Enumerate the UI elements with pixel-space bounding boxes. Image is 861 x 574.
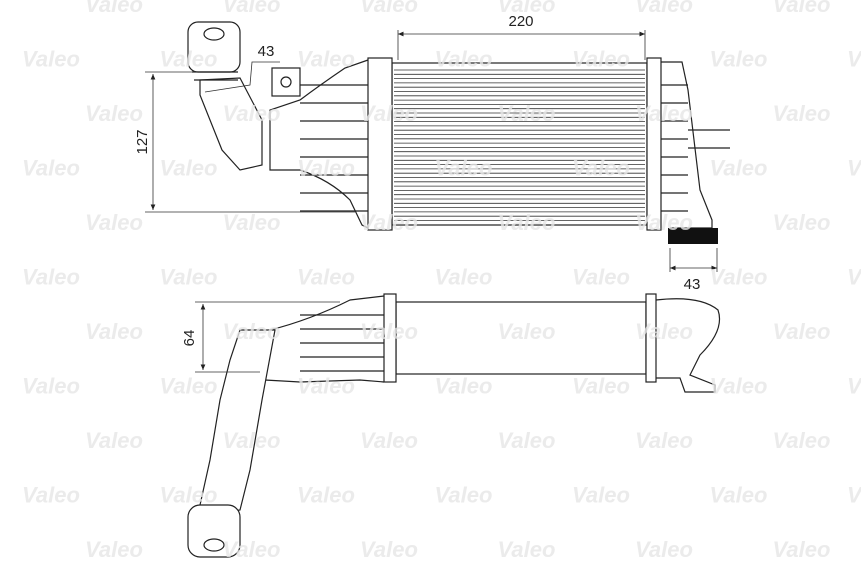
watermark-logo: Valeo (773, 101, 831, 126)
watermark-logo: Valeo (710, 374, 768, 399)
dimension-43-inlet: 43 (258, 43, 275, 60)
dimension-127: 127 (134, 129, 151, 154)
watermark-logo: Valeo (498, 428, 556, 453)
watermark-logo: Valeo (297, 265, 355, 290)
watermark-logo: Valeo (160, 265, 218, 290)
left-tank-flange (367, 57, 393, 231)
watermark-logo: Valeo (773, 210, 831, 235)
watermark-logo: Valeo (572, 265, 630, 290)
watermark-logo: Valeo (297, 47, 355, 72)
watermark-logo: Valeo (435, 265, 493, 290)
watermark-logo: Valeo (498, 319, 556, 344)
watermark-logo: Valeo (435, 156, 493, 181)
watermark-logo: Valeo (710, 265, 768, 290)
right-tank-flange (646, 57, 662, 231)
watermark-logo: Valeo (160, 47, 218, 72)
watermark-logo: Valeo (635, 210, 693, 235)
watermark-logo: Valeo (360, 319, 418, 344)
inlet-cap-bottom (187, 504, 241, 558)
top-view (187, 293, 721, 558)
watermark-logo: Valeo (22, 156, 80, 181)
watermark-logo: Valeo (160, 374, 218, 399)
watermark-logo: Valeo (572, 47, 630, 72)
watermark-logo: Valeo (223, 0, 281, 17)
front-view (145, 21, 730, 272)
watermark-logo: Valeo (847, 483, 861, 508)
watermark-logo: Valeo (223, 537, 281, 562)
dimension-220: 220 (508, 13, 533, 30)
watermark-logo: Valeo (773, 537, 831, 562)
right-tank (661, 61, 713, 229)
watermark-logo: Valeo (435, 47, 493, 72)
watermark-logo: Valeo (847, 156, 861, 181)
watermark-logo: Valeo (635, 319, 693, 344)
core (391, 62, 648, 226)
watermark-logo: Valeo (635, 428, 693, 453)
watermark-logo: Valeo (847, 47, 861, 72)
watermark-logo: Valeo (572, 156, 630, 181)
outlet-pipe (668, 228, 718, 244)
watermark-logo: Valeo (223, 101, 281, 126)
watermark-logo: Valeo (297, 156, 355, 181)
watermark-logo: Valeo (223, 210, 281, 235)
watermark-logo: Valeo (498, 101, 556, 126)
dimension-64: 64 (181, 330, 198, 347)
watermark-logo: Valeo (773, 319, 831, 344)
watermark-logo: Valeo (847, 374, 861, 399)
watermark-logo: Valeo (85, 319, 143, 344)
watermark-logo: Valeo (710, 47, 768, 72)
watermark-logo: Valeo (635, 101, 693, 126)
watermark-logo: Valeo (498, 537, 556, 562)
watermark-logo: Valeo (635, 537, 693, 562)
watermark-logo: Valeo (160, 483, 218, 508)
watermark-logo: Valeo (360, 537, 418, 562)
dimension-43-outlet: 43 (684, 276, 701, 293)
watermark-logo: Valeo (773, 0, 831, 17)
watermark-logo: Valeo (498, 0, 556, 17)
watermark-logo: Valeo (85, 428, 143, 453)
watermark-logo: Valeo (297, 374, 355, 399)
watermark-logo: Valeo (435, 374, 493, 399)
watermark-logo: Valeo (360, 210, 418, 235)
watermark-logo: Valeo (360, 0, 418, 17)
watermark-logo: Valeo (572, 374, 630, 399)
watermark-logo: Valeo (360, 428, 418, 453)
core-side (395, 301, 647, 375)
outlet-stub (688, 129, 730, 149)
watermark-logo: Valeo (223, 319, 281, 344)
watermark-logo: Valeo (435, 483, 493, 508)
watermark-logo: Valeo (85, 537, 143, 562)
watermark-logo: Valeo (160, 156, 218, 181)
watermark-logo: Valeo (635, 0, 693, 17)
watermark-logo: Valeo (85, 0, 143, 17)
watermark-logo: Valeo (223, 428, 281, 453)
watermark-logo: Valeo (773, 428, 831, 453)
left-tank (269, 59, 369, 229)
watermark-logo: Valeo (710, 156, 768, 181)
watermark-logo: Valeo (22, 47, 80, 72)
watermark-logo: Valeo (85, 101, 143, 126)
inlet-pipe (199, 77, 263, 171)
watermark-logo: Valeo (572, 483, 630, 508)
watermark-logo: Valeo (710, 483, 768, 508)
watermark-logo: Valeo (847, 265, 861, 290)
mount-bracket (271, 67, 301, 97)
outlet-bracket (655, 298, 721, 393)
core-fins (394, 69, 645, 221)
watermark-logo: Valeo (360, 101, 418, 126)
watermark-logo: Valeo (297, 483, 355, 508)
watermark-logo: Valeo (22, 265, 80, 290)
watermark-logo: Valeo (22, 483, 80, 508)
watermark-logo: Valeo (498, 210, 556, 235)
watermark-logo: Valeo (85, 210, 143, 235)
watermark-logo: Valeo (22, 374, 80, 399)
